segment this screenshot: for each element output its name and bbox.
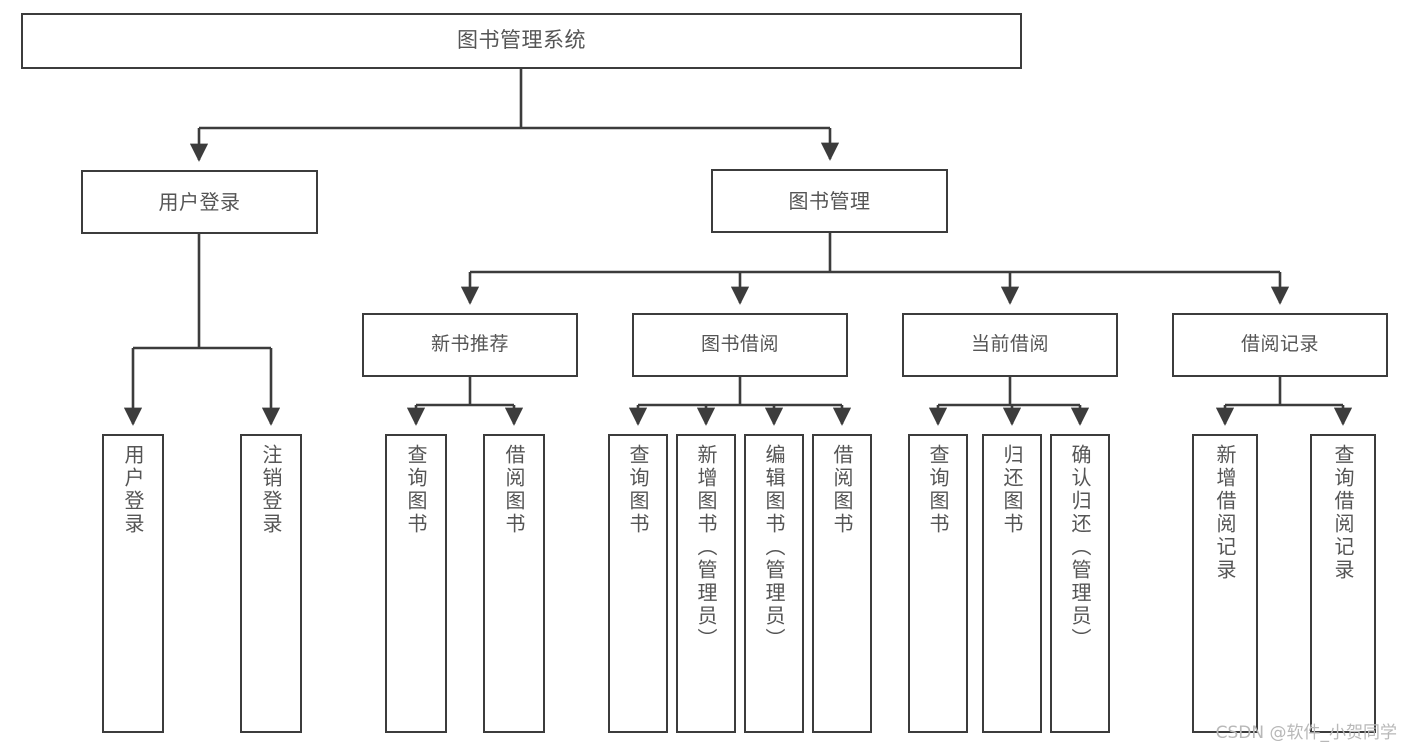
node-label: 归还图书	[1000, 444, 1024, 536]
node-label: 查询借阅记录	[1331, 444, 1355, 582]
node-leaf-borrow-book-2[interactable]: 借阅图书	[812, 434, 872, 733]
node-leaf-logout[interactable]: 注销登录	[240, 434, 302, 733]
node-leaf-add-book[interactable]: 新增图书（管理员）	[676, 434, 736, 733]
node-label: 用户登录	[121, 444, 145, 536]
node-label: 借阅图书	[502, 444, 526, 536]
node-label: 查询图书	[626, 444, 650, 536]
node-leaf-confirm-return[interactable]: 确认归还（管理员）	[1050, 434, 1110, 733]
node-label: 图书借阅	[700, 333, 779, 356]
node-label: 编辑图书（管理员）	[762, 444, 786, 651]
node-leaf-return-book[interactable]: 归还图书	[982, 434, 1042, 733]
node-label: 查询图书	[404, 444, 428, 536]
node-label: 新书推荐	[430, 333, 509, 356]
node-label: 用户登录	[158, 189, 241, 214]
node-leaf-user-login[interactable]: 用户登录	[102, 434, 164, 733]
node-leaf-query-book-2[interactable]: 查询图书	[608, 434, 668, 733]
node-book-manage[interactable]: 图书管理	[711, 169, 948, 233]
node-root-system[interactable]: 图书管理系统	[21, 13, 1022, 69]
node-leaf-edit-book[interactable]: 编辑图书（管理员）	[744, 434, 804, 733]
node-label: 借阅记录	[1240, 333, 1319, 356]
node-label: 图书管理系统	[457, 28, 586, 53]
node-label: 注销登录	[259, 444, 283, 536]
node-label: 确认归还（管理员）	[1068, 444, 1092, 651]
node-book-borrow[interactable]: 图书借阅	[632, 313, 848, 377]
node-label: 新增图书（管理员）	[694, 444, 718, 651]
node-label: 查询图书	[926, 444, 950, 536]
node-label: 图书管理	[788, 188, 871, 213]
node-borrow-record[interactable]: 借阅记录	[1172, 313, 1388, 377]
node-label: 新增借阅记录	[1213, 444, 1237, 582]
node-current-borrow[interactable]: 当前借阅	[902, 313, 1118, 377]
node-leaf-query-book-1[interactable]: 查询图书	[385, 434, 447, 733]
node-user-login[interactable]: 用户登录	[81, 170, 318, 234]
node-leaf-query-record[interactable]: 查询借阅记录	[1310, 434, 1376, 733]
node-leaf-borrow-book-1[interactable]: 借阅图书	[483, 434, 545, 733]
node-label: 当前借阅	[970, 333, 1049, 356]
node-leaf-add-record[interactable]: 新增借阅记录	[1192, 434, 1258, 733]
node-label: 借阅图书	[830, 444, 854, 536]
node-new-book-recommend[interactable]: 新书推荐	[362, 313, 578, 377]
node-leaf-query-book-3[interactable]: 查询图书	[908, 434, 968, 733]
